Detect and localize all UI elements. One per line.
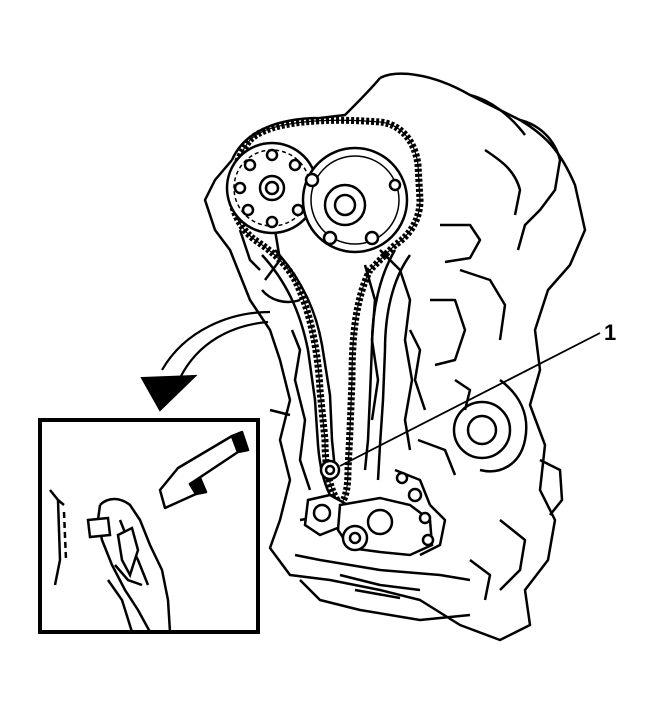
detail-arrow xyxy=(142,312,270,410)
timing-chain xyxy=(231,120,420,505)
tensioner-assembly xyxy=(305,461,433,555)
tensioner-detail xyxy=(50,490,170,632)
callout-label-1: 1 xyxy=(604,320,617,345)
chain-guides xyxy=(262,250,410,495)
intake-sprocket xyxy=(227,143,317,233)
exhaust-sprocket xyxy=(303,148,407,252)
detail-inset xyxy=(40,420,258,632)
callout-leader xyxy=(340,333,600,466)
push-direction-arrow xyxy=(160,432,248,508)
